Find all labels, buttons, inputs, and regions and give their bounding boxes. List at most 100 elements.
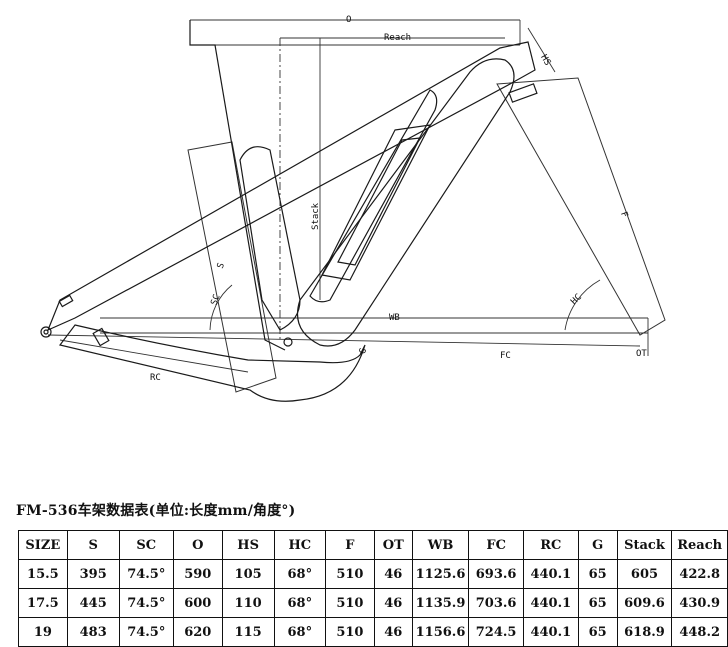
column-header: G — [577, 530, 618, 560]
frame-drawing: O Reach HS Stack S SC HC F WB G FC RC OT — [40, 15, 666, 402]
table-cell: 395 — [66, 559, 120, 589]
chain-stay — [58, 324, 366, 402]
table-cell: 510 — [325, 559, 375, 589]
table-cell: 440.1 — [522, 588, 579, 618]
table-cell: 605 — [616, 559, 673, 589]
bottom-bracket — [283, 337, 293, 347]
table-cell: 19 — [18, 617, 68, 647]
table-cell: 600 — [172, 588, 223, 618]
table-cell: 590 — [172, 559, 223, 589]
axle-hole — [43, 329, 49, 335]
table-cell: 440.1 — [522, 559, 579, 589]
hs-dimension-line — [527, 27, 556, 73]
down-tube-inner — [309, 89, 438, 303]
seatstay-bridge — [58, 294, 74, 308]
column-header: Reach — [671, 530, 728, 560]
top-tube — [46, 41, 536, 332]
label-stack: Stack — [311, 202, 321, 230]
table-cell: 618.9 — [616, 617, 673, 647]
table-cell: 440.1 — [522, 617, 579, 647]
label-ot: OT — [636, 349, 647, 359]
rear-dropout — [40, 326, 52, 338]
seat-tube — [189, 20, 286, 351]
table-cell: 620 — [172, 617, 223, 647]
table-cell: 74.5° — [118, 617, 174, 647]
table-cell: 448.2 — [671, 617, 728, 647]
label-rc: RC — [150, 373, 161, 383]
table-cell: 693.6 — [468, 559, 524, 589]
column-header: HS — [221, 530, 275, 560]
label-s: S — [216, 262, 227, 271]
seat-tube-outline — [187, 141, 277, 393]
column-header: F — [325, 530, 375, 560]
label-hs: HS — [538, 53, 552, 67]
table-cell: 422.8 — [671, 559, 728, 589]
table-cell: 17.5 — [18, 588, 68, 618]
column-header: Stack — [616, 530, 673, 560]
table-cell: 46 — [373, 588, 413, 618]
table-cell: 510 — [325, 617, 375, 647]
table-cell: 430.9 — [671, 588, 728, 618]
battery-inner — [337, 137, 422, 266]
table-cell: 46 — [373, 617, 413, 647]
table-cell: 74.5° — [118, 559, 174, 589]
label-fc: FC — [500, 351, 511, 361]
battery-pack — [321, 124, 432, 281]
label-g: G — [358, 347, 369, 356]
table-cell: 445 — [66, 588, 120, 618]
fork-outline — [496, 77, 666, 336]
table-cell: 68° — [273, 588, 327, 618]
dimension-lines — [47, 19, 649, 373]
table-cell: 1156.6 — [411, 617, 470, 647]
head-tube-cap — [508, 83, 538, 103]
down-tube — [296, 58, 515, 347]
label-sc: SC — [210, 293, 223, 307]
table-cell: 1135.9 — [411, 588, 470, 618]
table-cell: 74.5° — [118, 588, 174, 618]
table-cell: 703.6 — [468, 588, 524, 618]
column-header: SC — [118, 530, 174, 560]
column-header: O — [172, 530, 223, 560]
table-cell: 68° — [273, 617, 327, 647]
label-reach: Reach — [384, 33, 411, 43]
table-cell: 15.5 — [18, 559, 68, 589]
table-cell: 65 — [577, 617, 618, 647]
table-cell: 46 — [373, 559, 413, 589]
table-cell: 65 — [577, 559, 618, 589]
table-cell: 115 — [221, 617, 275, 647]
table-cell: 105 — [221, 559, 275, 589]
construction-outlines — [187, 77, 666, 393]
chainstay-bridge — [92, 327, 110, 347]
frame-geometry-diagram: O Reach HS Stack S SC HC F WB G FC RC OT — [40, 15, 666, 402]
sc-angle-arc — [209, 284, 233, 331]
column-header: RC — [522, 530, 579, 560]
table-cell: 724.5 — [468, 617, 524, 647]
table-cell: 68° — [273, 559, 327, 589]
table-cell: 110 — [221, 588, 275, 618]
table-cell: 609.6 — [616, 588, 673, 618]
table-title: FM-536车架数据表(单位:长度mm/角度°) — [16, 503, 296, 519]
column-header: S — [66, 530, 120, 560]
table-cell: 65 — [577, 588, 618, 618]
column-header: WB — [411, 530, 470, 560]
frame-shapes — [40, 20, 538, 402]
table-cell: 1125.6 — [411, 559, 470, 589]
label-wb: WB — [389, 313, 400, 323]
hc-angle-arc — [564, 279, 601, 331]
seat-tube-inner — [239, 146, 301, 331]
label-o: O — [346, 15, 351, 25]
table-cell: 483 — [66, 617, 120, 647]
column-header: SIZE — [18, 530, 68, 560]
column-header: HC — [273, 530, 327, 560]
column-header: OT — [373, 530, 413, 560]
dimension-labels: O Reach HS Stack S SC HC F WB G FC RC OT — [150, 15, 647, 383]
label-f: F — [618, 211, 629, 220]
rc-line — [59, 339, 249, 373]
table-cell: 510 — [325, 588, 375, 618]
